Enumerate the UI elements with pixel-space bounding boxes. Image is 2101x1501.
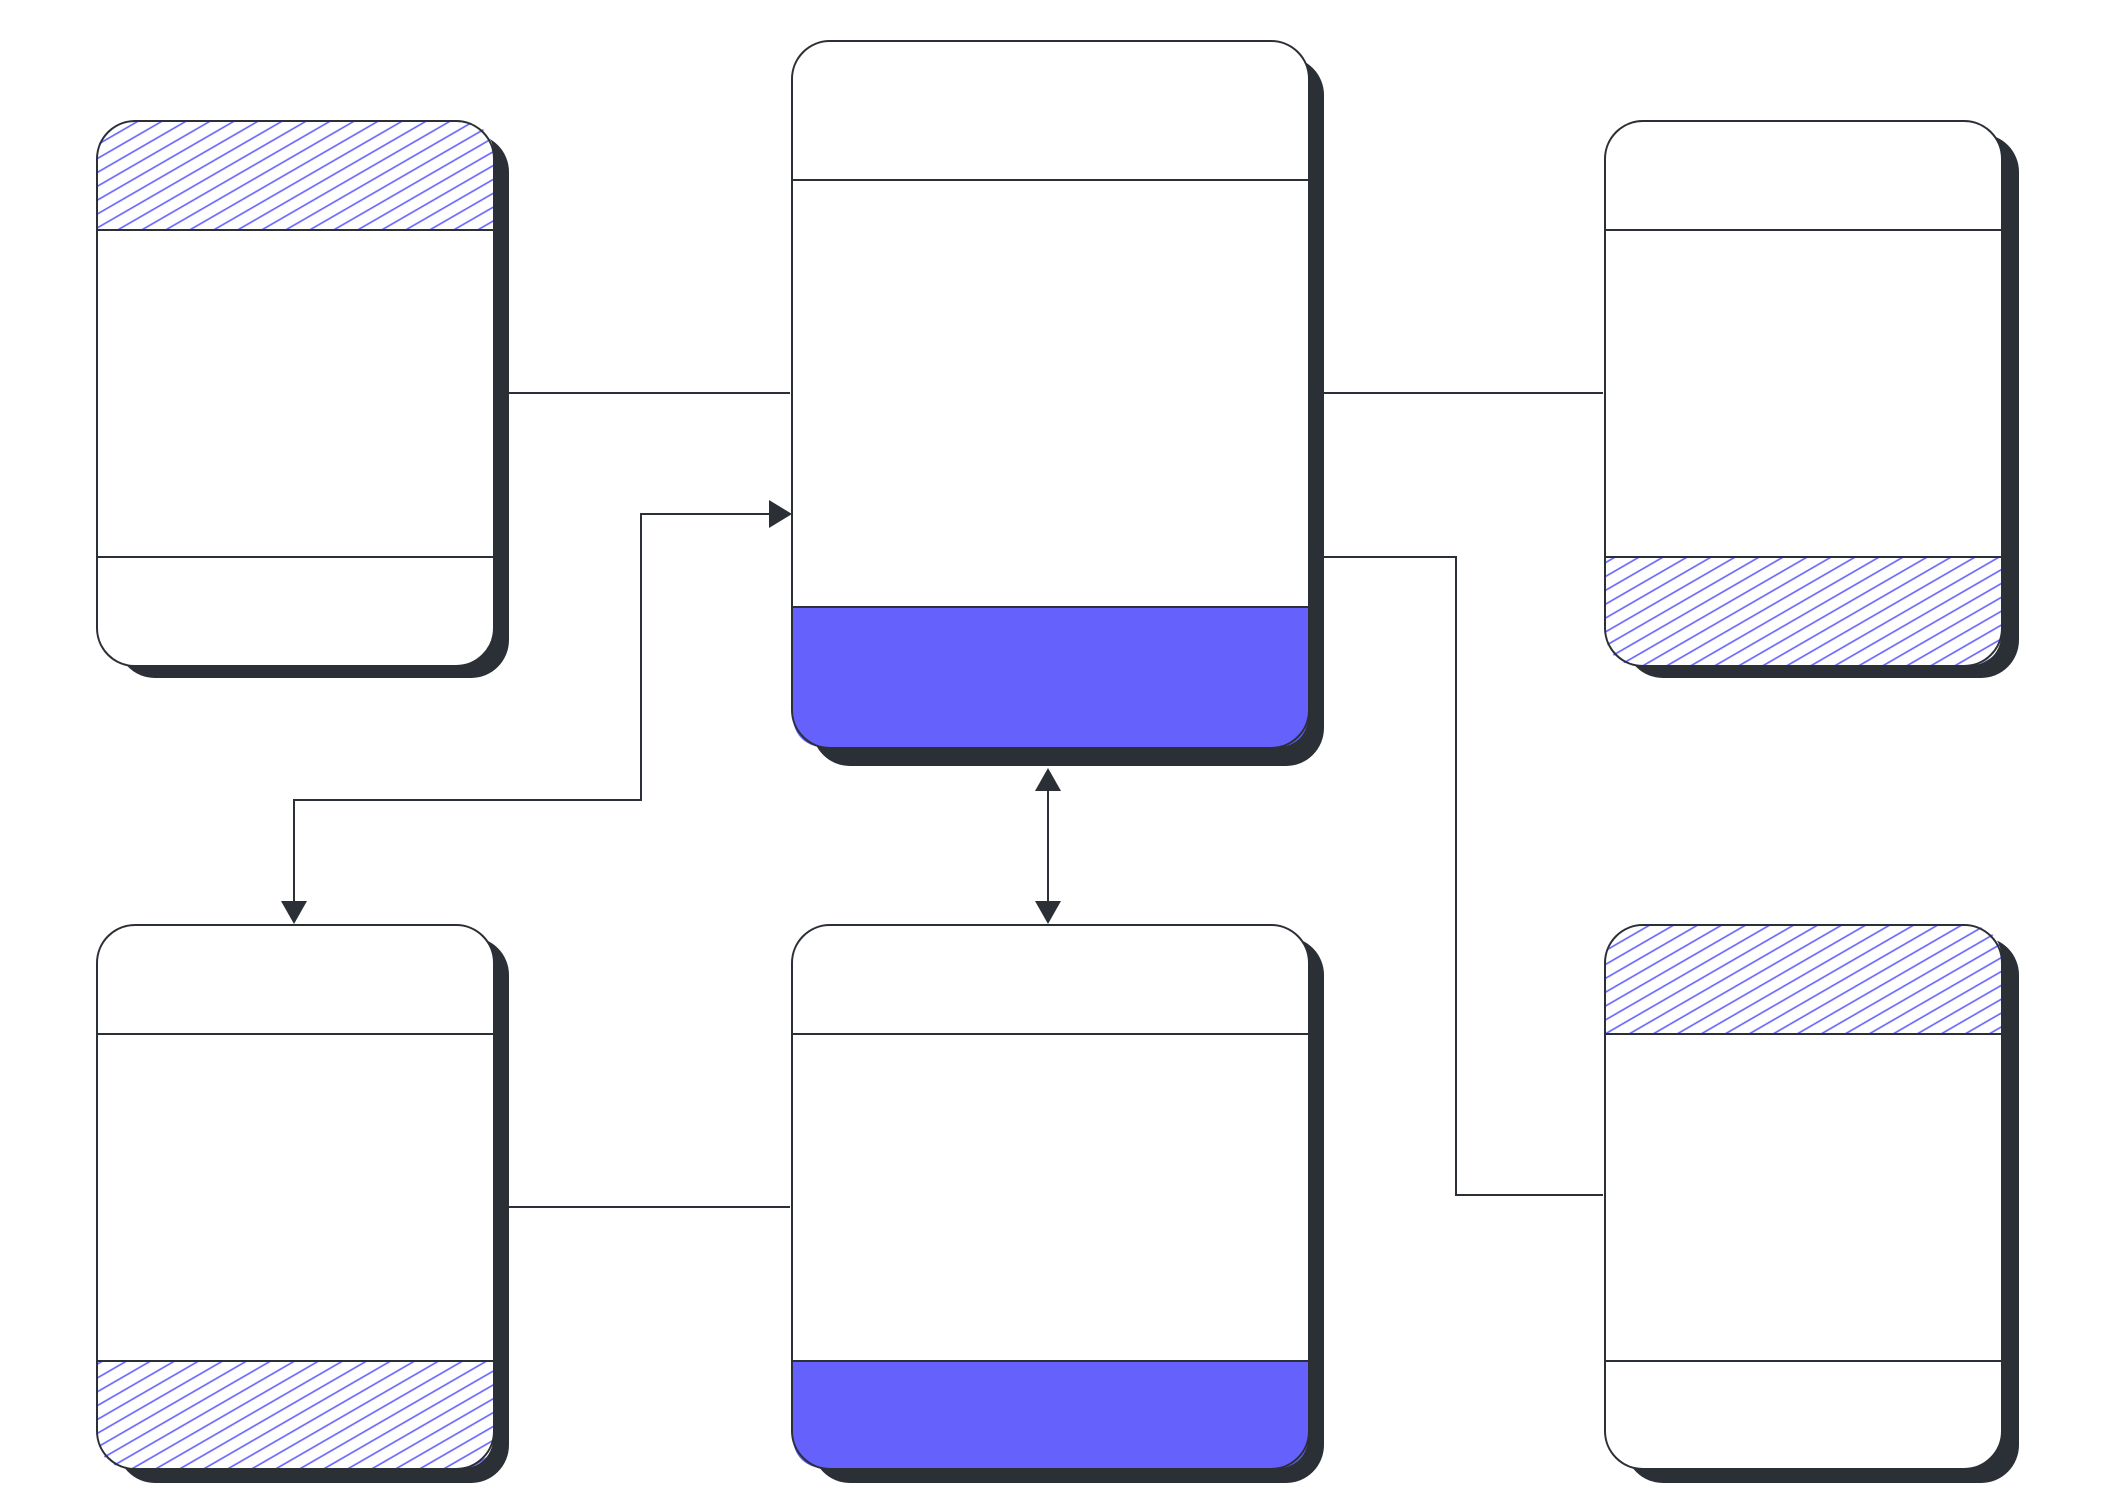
block-body <box>97 925 494 1469</box>
block-body <box>97 121 494 666</box>
block-body <box>1605 925 2002 1469</box>
block-outline <box>1604 120 2003 667</box>
connectors <box>293 392 1603 1208</box>
block-body <box>1605 121 2002 666</box>
arrowhead-down <box>1035 901 1061 924</box>
block-header-hatched <box>97 121 494 230</box>
block-outline <box>1604 924 2003 1470</box>
connector-bl-to-tc <box>293 513 775 902</box>
block-footer-hatched <box>1605 557 2002 666</box>
block-top-left <box>96 120 509 678</box>
block-outline <box>791 40 1310 749</box>
arrowhead-right <box>769 500 792 528</box>
block-top-right <box>1604 120 2019 678</box>
block-outline <box>791 924 1310 1470</box>
block-footer-hatched <box>97 1361 494 1469</box>
block-top-center <box>791 40 1324 766</box>
block-footer-solid <box>792 1361 1309 1469</box>
block-outline <box>96 924 495 1470</box>
block-bottom-center <box>791 924 1324 1483</box>
arrowhead-down <box>281 901 307 924</box>
block-bottom-left <box>96 924 509 1483</box>
block-bottom-right <box>1604 924 2019 1483</box>
block-body <box>792 925 1309 1469</box>
block-body <box>792 41 1309 748</box>
block-header-hatched <box>1605 925 2002 1034</box>
block-footer-solid <box>792 607 1309 748</box>
arrowheads <box>281 500 1061 924</box>
arrowhead-up <box>1035 768 1061 791</box>
connector-tc-to-br <box>1320 556 1603 1196</box>
block-outline <box>96 120 495 667</box>
